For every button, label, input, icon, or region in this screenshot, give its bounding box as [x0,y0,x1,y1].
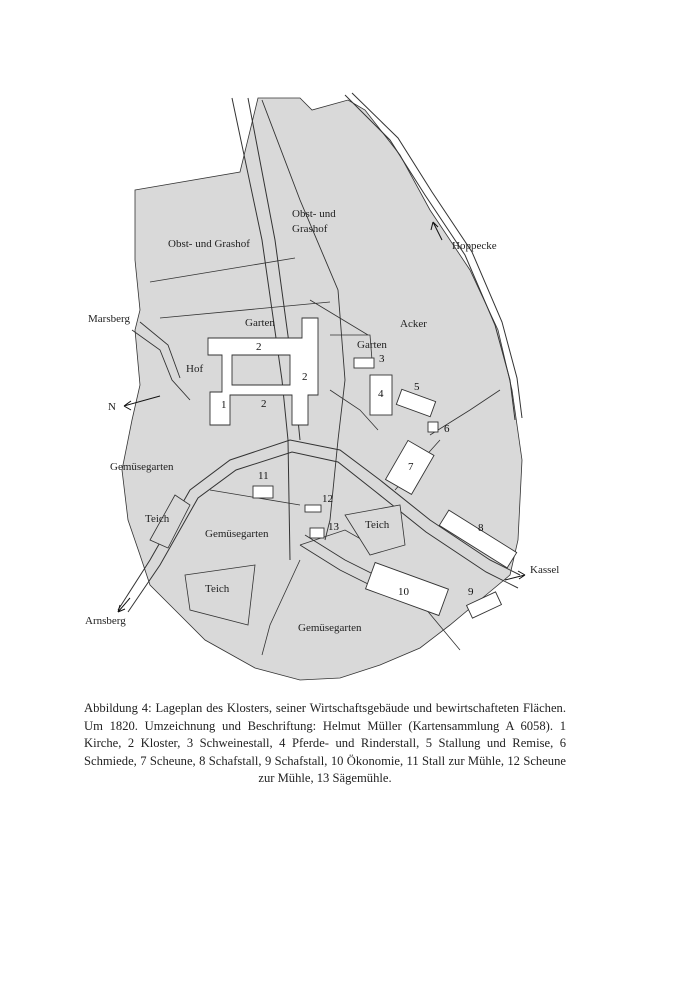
label-grashof: Grashof [292,223,328,235]
label-acker: Acker [400,318,427,330]
building-number-3: 3 [379,353,385,365]
building-11 [252,485,274,499]
pond-teich-left [149,494,191,549]
label-gemuesegarten-left: Gemüsegarten [110,461,174,473]
arrow-hoppecke [430,221,443,241]
label-teich-left: Teich [145,513,170,525]
land-area [121,97,523,681]
building-12 [304,504,322,513]
river-hoppecke [344,94,516,421]
building-number-10: 10 [398,586,410,598]
monastery-site-plan-map: Obst- und Grashof Obst- und Grashof Hopp… [60,90,620,690]
label-marsberg: Marsberg [88,313,130,325]
building-number-7: 7 [408,461,414,473]
stream [261,99,346,541]
building-number-6: 6 [444,423,450,435]
label-teich-small: Teich [365,519,390,531]
building-13 [309,527,325,539]
building-9 [465,591,503,619]
road-marsberg [131,321,191,401]
label-gemuesegarten-bottom: Gemüsegarten [298,622,362,634]
building-6 [427,421,439,433]
building-number-8: 8 [478,522,484,534]
building-number-12: 12 [322,493,333,505]
building-number-5: 5 [414,381,420,393]
building-number-2a: 2 [256,341,262,353]
building-5 [395,388,437,418]
label-arnsberg: Arnsberg [85,615,126,627]
label-gemuesegarten-mid: Gemüsegarten [205,528,269,540]
river-hoppecke-bank [351,92,523,419]
building-number-2b: 2 [261,398,267,410]
building-number-9: 9 [468,586,474,598]
label-hoppecke: Hoppecke [452,240,497,252]
building-number-4: 4 [378,388,384,400]
building-number-2c: 2 [302,371,308,383]
building-10 [364,561,450,617]
label-garten-right: Garten [357,339,387,351]
building-4 [369,374,393,416]
arrow-north [123,395,161,411]
label-garten-top: Garten [245,317,275,329]
pond-teich-mid [184,564,256,626]
building-3 [353,357,375,369]
label-obst-und: Obst- und [292,208,336,220]
label-teich-mid: Teich [205,583,230,595]
building-7 [384,439,435,496]
arrow-kassel [504,570,526,581]
figure-caption: Abbildung 4: Lageplan des Klosters, sein… [84,701,566,785]
building-kloster-complex [207,317,319,426]
building-8 [438,509,518,569]
label-hof: Hof [186,363,203,375]
building-number-1: 1 [221,399,227,411]
label-north: N [108,401,116,413]
label-obst-grashof-left: Obst- und Grashof [168,238,250,250]
arrow-arnsberg [117,597,131,613]
pond-teich-small [344,504,406,556]
main-road-edge [127,451,519,613]
label-kassel: Kassel [530,564,559,576]
building-number-13: 13 [328,521,340,533]
building-number-11: 11 [258,470,269,482]
